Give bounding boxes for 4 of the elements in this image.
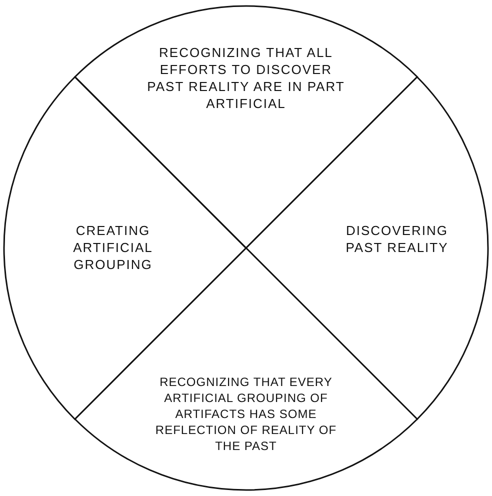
sector-label: RECOGNIZING THAT EVERY ARTIFICIAL GROUPING OF ARTIFACTS HAS SOME REFLECTION OF REALITY OF THE PAST: [154, 374, 338, 454]
sector-label: RECOGNIZING THAT ALL EFFORTS TO DISCOVER PAST REALITY ARE IN PART ARTIFICIAL: [146, 44, 346, 112]
sector-label: CREATING ARTIFICIAL GROUPING: [72, 222, 154, 273]
sector-label: DISCOVERING PAST REALITY: [344, 222, 450, 256]
